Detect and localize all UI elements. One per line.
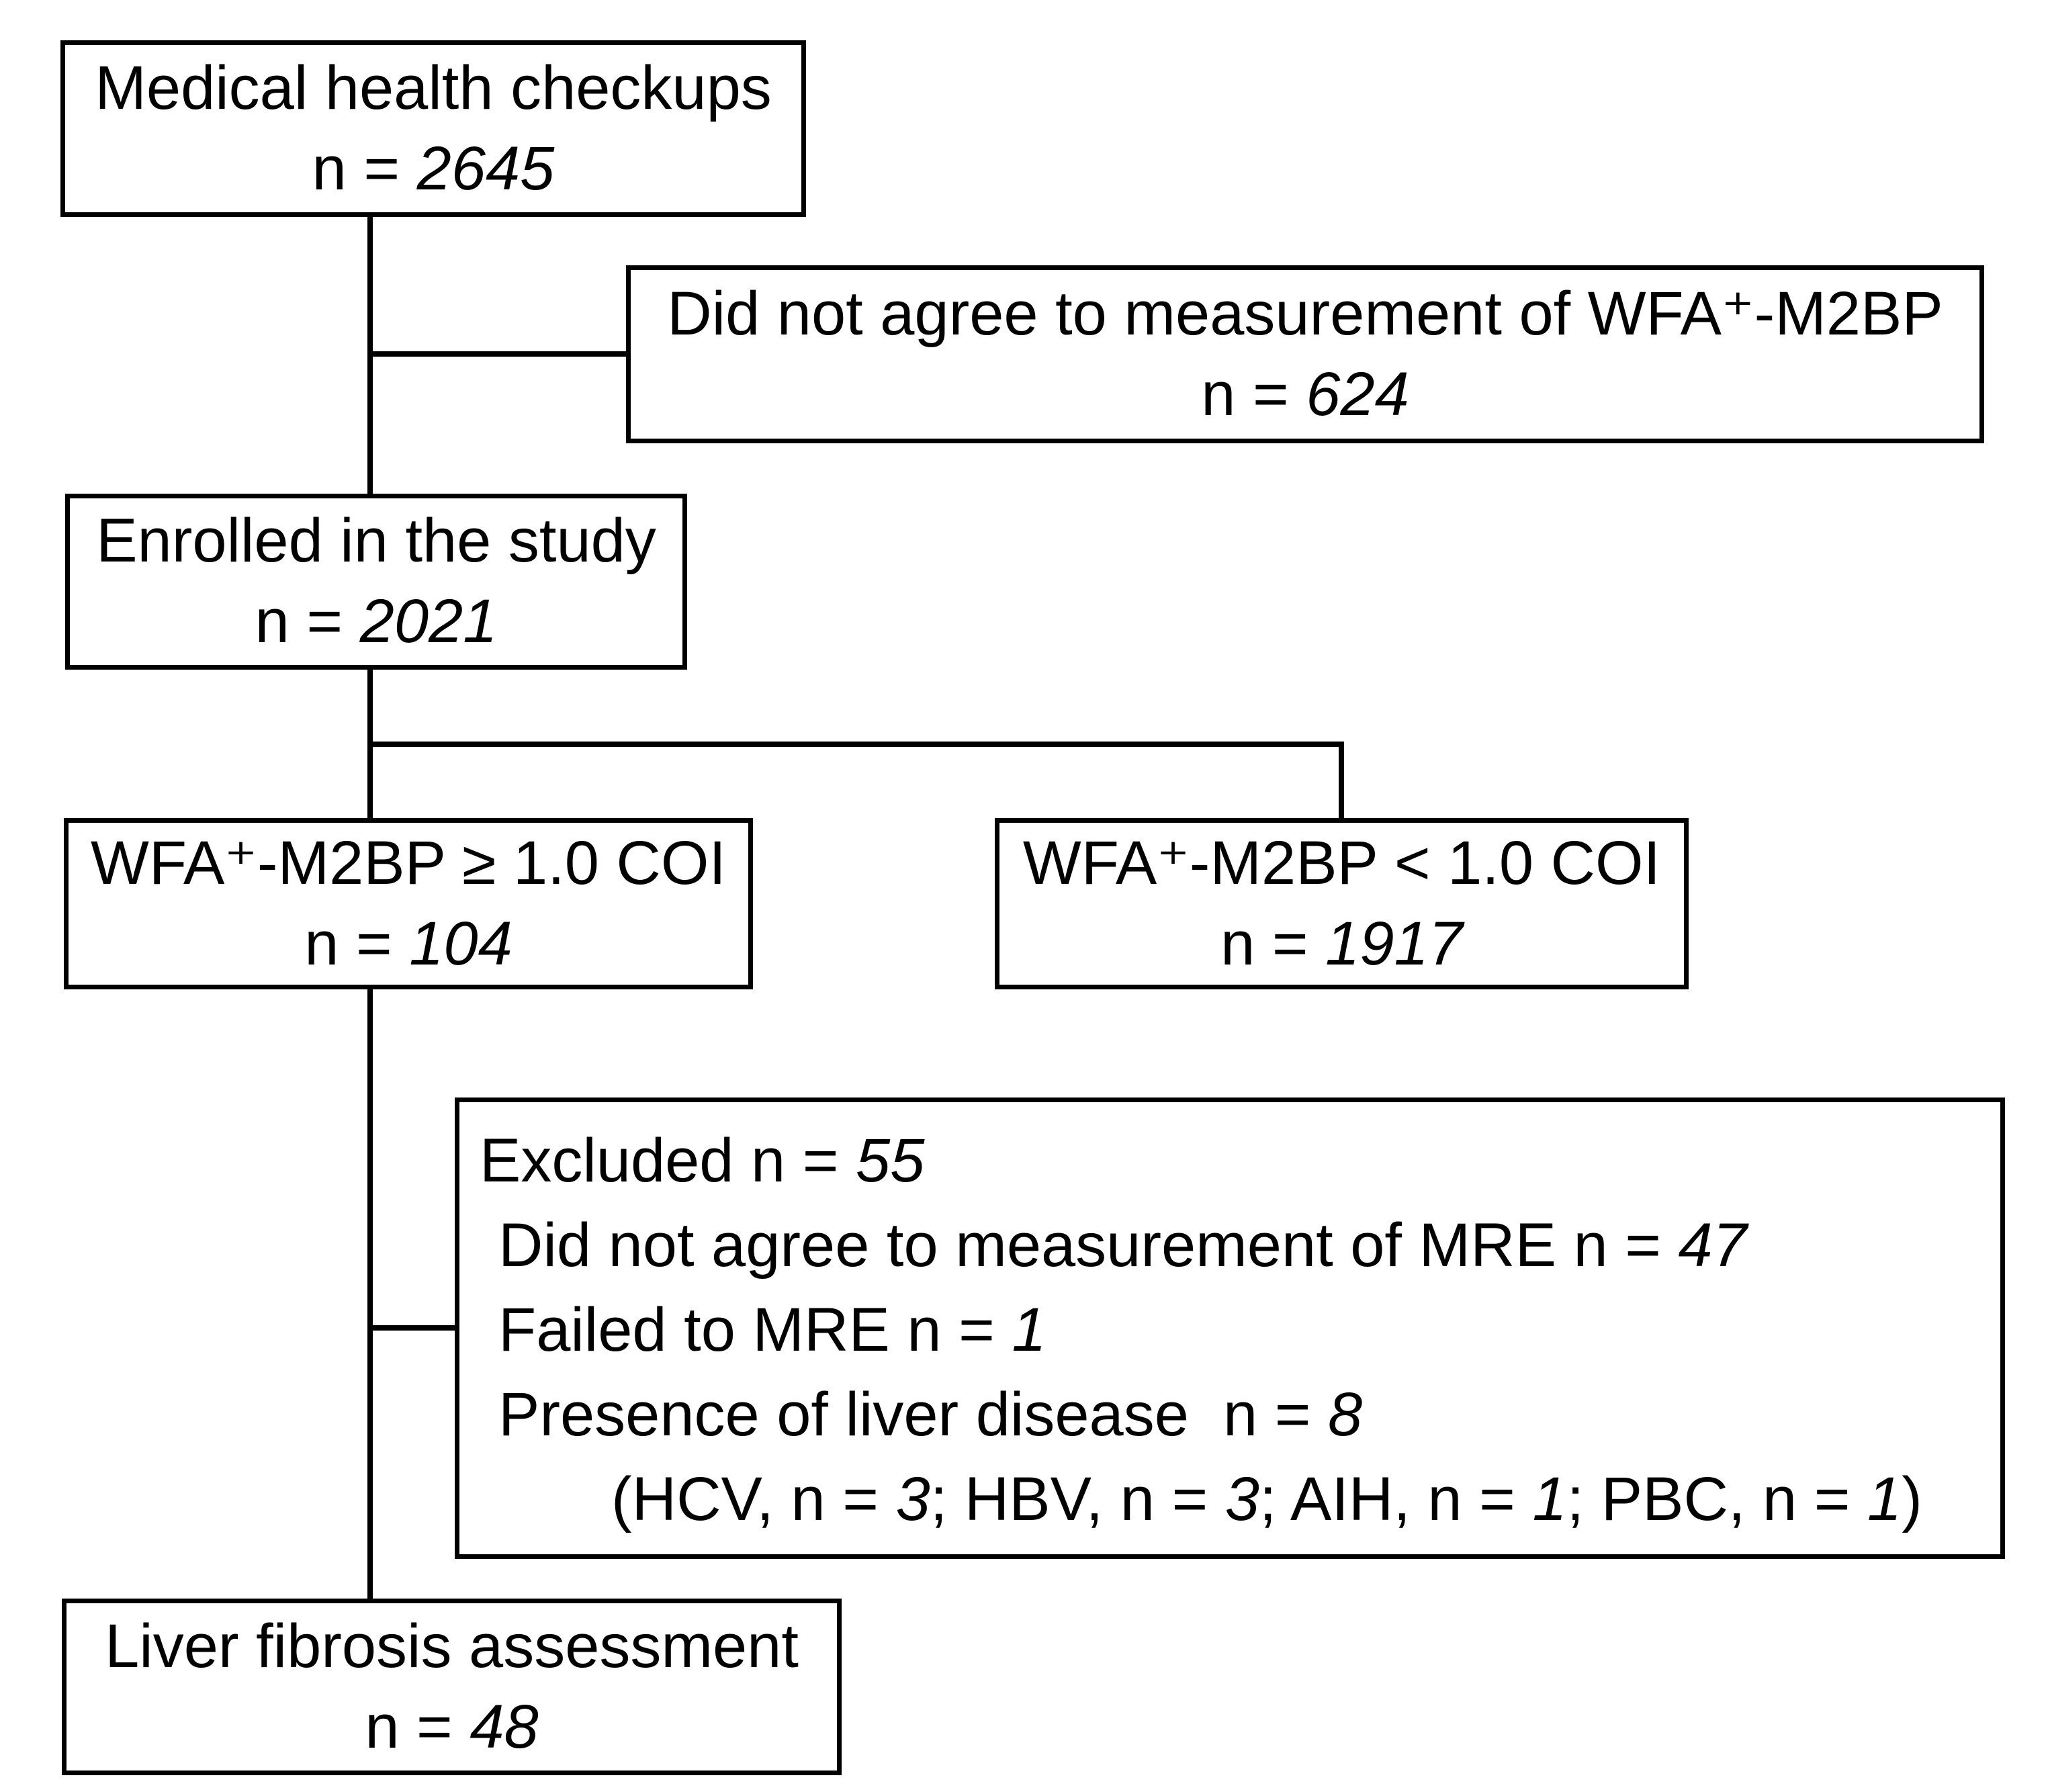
- box-liver-fibrosis-assessment-title: Liver fibrosis assessment: [105, 1611, 799, 1681]
- box-no-wfa-consent-title: Did not agree to measurement of WFA⁺-M2B…: [667, 279, 1943, 348]
- box-wfa-m2bp-lt-1: WFA⁺-M2BP < 1.0 COI n = 1917: [995, 818, 1689, 989]
- excluded-disease-breakdown-line: (HCV, n = 3; HBV, n = 3; AIH, n = 1; PBC…: [611, 1465, 1922, 1533]
- box-enrolled-count: n = 2021: [255, 587, 498, 656]
- box-enrolled-title: Enrolled in the study: [96, 506, 656, 576]
- connector-split-horizontal: [367, 742, 1344, 747]
- connector-branch-to-excluded: [367, 1325, 459, 1331]
- connector-checkups-to-enrolled: [367, 217, 373, 496]
- box-wfa-m2bp-ge-1-title: WFA⁺-M2BP ≥ 1.0 COI: [90, 828, 726, 897]
- box-medical-checkups-count: n = 2645: [312, 134, 555, 203]
- box-no-wfa-consent-count: n = 624: [1201, 359, 1409, 429]
- excluded-no-mre-consent-line: Did not agree to measurement of MRE n = …: [498, 1211, 1747, 1280]
- excluded-failed-mre-line: Failed to MRE n = 1: [498, 1296, 1046, 1364]
- box-medical-checkups: Medical health checkups n = 2645: [60, 40, 806, 217]
- excluded-liver-disease-line: Presence of liver disease n = 8: [498, 1380, 1363, 1449]
- connector-wfa-high-to-fibrosis: [367, 989, 373, 1601]
- box-medical-checkups-title: Medical health checkups: [95, 53, 772, 122]
- connector-split-to-wfa-low: [1339, 742, 1344, 821]
- box-wfa-m2bp-lt-1-title: WFA⁺-M2BP < 1.0 COI: [1022, 828, 1661, 897]
- connector-branch-to-no-consent: [367, 351, 629, 357]
- box-wfa-m2bp-ge-1: WFA⁺-M2BP ≥ 1.0 COI n = 104: [64, 818, 753, 989]
- box-wfa-m2bp-lt-1-count: n = 1917: [1220, 909, 1463, 978]
- box-excluded: Excluded n = 55 Did not agree to measure…: [455, 1097, 2005, 1559]
- box-wfa-m2bp-ge-1-count: n = 104: [304, 909, 512, 978]
- box-liver-fibrosis-assessment-count: n = 48: [365, 1692, 539, 1761]
- box-liver-fibrosis-assessment: Liver fibrosis assessment n = 48: [62, 1599, 842, 1775]
- box-no-wfa-consent: Did not agree to measurement of WFA⁺-M2B…: [626, 265, 1984, 443]
- excluded-total-line: Excluded n = 55: [480, 1126, 925, 1195]
- box-enrolled: Enrolled in the study n = 2021: [65, 494, 687, 670]
